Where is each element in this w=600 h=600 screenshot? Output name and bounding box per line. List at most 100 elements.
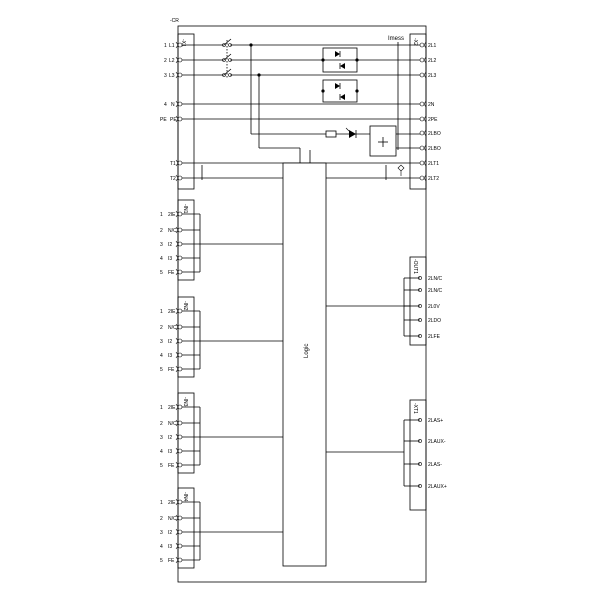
input-row-label: FE: [168, 270, 175, 276]
converter-box: [369, 125, 420, 157]
contactor-switches: [218, 38, 248, 80]
input-row-number: 3: [160, 339, 163, 345]
input-row-number: 1: [160, 212, 163, 218]
x2-label-7: 2LBO: [428, 146, 441, 152]
x2-label-4: 2N: [428, 102, 435, 108]
input-row-number: 2: [160, 325, 163, 331]
input-terminal-strip: [177, 392, 195, 474]
input-row-number: 3: [160, 530, 163, 536]
xt1-label-3: 2LAS-: [428, 462, 442, 468]
input-terminal: [175, 447, 183, 455]
input-row-label: N/C: [168, 516, 177, 522]
input-terminal: [175, 514, 183, 522]
input-row-label: 2IE: [168, 500, 176, 506]
input-row-label: 2IE: [168, 212, 176, 218]
device-label: -CR: [170, 18, 179, 24]
input-row-label: FE: [168, 558, 175, 564]
input-row-label: I2: [168, 435, 172, 441]
x2-label-5: 2PE: [428, 117, 438, 123]
output-block-xt1: -XT1 2LAS+ 2LAUX- 2LAS- 2LAUX+: [326, 399, 447, 511]
input-row-label: I2: [168, 530, 172, 536]
input-row-label: N/C: [168, 228, 177, 234]
thyristor-block: [322, 47, 358, 103]
x1-name-2: L2: [169, 58, 175, 64]
out1-label-3: 2L0V: [428, 304, 440, 310]
x1-title: -X1: [180, 39, 186, 47]
input-row-number: 5: [160, 558, 163, 564]
input-row-number: 1: [160, 405, 163, 411]
power-lines: [182, 44, 420, 120]
x1-num-3: 3: [164, 73, 167, 79]
input-row-label: I3: [168, 544, 172, 550]
input-row-number: 4: [160, 544, 163, 550]
input-row-number: 4: [160, 256, 163, 262]
x2-title: -X2: [412, 38, 418, 46]
input-row-number: 5: [160, 463, 163, 469]
input-row-label: I3: [168, 449, 172, 455]
input-terminal: [175, 365, 183, 373]
input-block-title: -IN4: [182, 492, 188, 502]
input-row-label: FE: [168, 367, 175, 373]
input-row-number: 2: [160, 516, 163, 522]
input-terminal: [175, 307, 183, 315]
x1-name-6: T1: [170, 161, 176, 167]
x2-label-6: 2LBO: [428, 131, 441, 137]
input-row-label: I3: [168, 353, 172, 359]
sensor-icon: [397, 164, 405, 176]
out1-label-4: 2LDO: [428, 318, 441, 324]
x1-labels: 1 L1 2 L2 3 L3 4 N PE PE T1 T2: [160, 43, 177, 182]
input-terminal: [175, 419, 183, 427]
input-row-label: FE: [168, 463, 175, 469]
x1-name-5: PE: [170, 117, 177, 123]
input-terminal: [175, 556, 183, 564]
input-row-number: 1: [160, 309, 163, 315]
input-row-label: I3: [168, 256, 172, 262]
input-row-label: N/C: [168, 325, 177, 331]
x2-label-9: 2LT2: [428, 176, 439, 182]
input-terminal: [175, 528, 183, 536]
input-row-number: 5: [160, 367, 163, 373]
input-block-title: -IN1: [182, 204, 188, 214]
input-row-number: 2: [160, 228, 163, 234]
x2-terminals: [419, 41, 427, 182]
input-row-label: 2IE: [168, 405, 176, 411]
imess-label: Imess: [388, 36, 404, 42]
terminal-strip-x1: -X1: [177, 33, 195, 190]
junction-dots: [249, 43, 359, 93]
x2-label-3: 2L3: [428, 73, 437, 79]
x1-num-1: 1: [164, 43, 167, 49]
input-block-title: -IN2: [182, 301, 188, 311]
thyristor-icon: [335, 51, 345, 100]
x2-labels: 2L1 2L2 2L3 2N 2PE 2LBO 2LBO 2LT1 2LT2: [428, 43, 441, 182]
input-row-number: 4: [160, 353, 163, 359]
input-terminal: [175, 210, 183, 218]
x1-name-4: N: [171, 102, 175, 108]
input-row-number: 4: [160, 449, 163, 455]
input-terminal: [175, 351, 183, 359]
xt1-title: -XT1: [412, 403, 418, 414]
xt1-label-2: 2LAUX-: [428, 439, 446, 445]
input-terminal: [175, 337, 183, 345]
x1-name-7: T2: [170, 176, 176, 182]
input-row-number: 1: [160, 500, 163, 506]
input-terminal: [175, 226, 183, 234]
x1-num-5: PE: [160, 117, 167, 123]
diode-icon: [349, 130, 356, 138]
out1-label-2: 2LN/C: [428, 288, 443, 294]
output-block-out1: -OUT1 2LN/C 2LN/C 2L0V 2LDO 2LFE: [326, 256, 443, 346]
xt1-label-1: 2LAS+: [428, 418, 443, 424]
out1-title: -OUT1: [412, 259, 418, 274]
input-block-4: -IN4 1 2IE 2 N/C 3 I2 4 I3 5 FE: [160, 487, 283, 569]
input-row-number: 5: [160, 270, 163, 276]
x2-label-2: 2L2: [428, 58, 437, 64]
input-terminal: [175, 433, 183, 441]
input-row-number: 2: [160, 421, 163, 427]
input-terminal: [175, 542, 183, 550]
logic-block: Logic: [282, 148, 327, 567]
input-row-number: 3: [160, 242, 163, 248]
